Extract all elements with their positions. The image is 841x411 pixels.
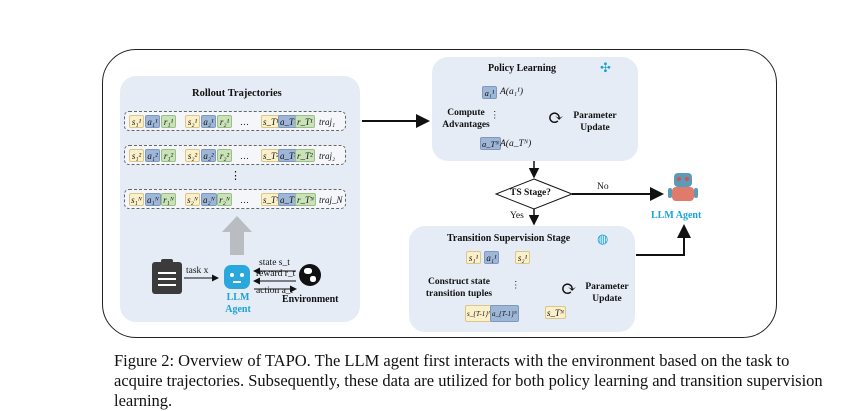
globe-grid-icon: ◍ [597,231,609,246]
state-token: s_Tᴺ [545,306,567,319]
llm-agent-label: LLM Agent [225,292,251,315]
robot-icon [224,265,250,289]
action-token: a₁¹ [482,86,497,99]
reward-token: r_Tᴺ [295,193,317,206]
state-token: s₂ᴺ [185,193,200,206]
trajectory-row-2: s₁² a₁² r₁² s₂² a₂² r₂² … s_T² a_T² r_T²… [124,145,346,165]
trajectory-label: traj_N [319,194,343,205]
policy-learning-title: Policy Learning [488,63,557,74]
state-token: s₂¹ [185,115,200,128]
reward-token: r₁² [161,149,176,162]
action-token: a₁ᴺ [145,193,161,206]
vertical-ellipsis: ⋮ [511,281,521,291]
refresh-icon: ⟳ [548,108,564,129]
reward-token: r₁ᴺ [161,193,176,206]
rollout-title: Rollout Trajectories [192,88,282,99]
reward-token: r_T² [295,149,315,162]
advantage-top: A(a₁¹) [500,87,524,97]
network-icon: ✣ [600,60,611,75]
llm-agent-right-label: LLM Agent [651,210,702,221]
state-token: s_{T-1}ᴺ [465,305,494,322]
reward-label: reward r_t [256,269,296,279]
reward-token: r₂ᴺ [217,193,232,206]
parameter-update: Parameter Update [585,282,629,304]
policy-learning-panel [432,57,638,161]
trajectory-row-n: s₁ᴺ a₁ᴺ r₁ᴺ s₂ᴺ a₂ᴺ r₂ᴺ … s_Tᴺ a_Tᴺ r_Tᴺ… [124,189,346,209]
environment-label: Environment [282,294,339,305]
vertical-ellipsis: ⋮ [230,170,241,182]
state-token: s₂² [185,149,200,162]
action-token: a₂² [201,149,216,162]
action-token: a_{T-1}ᴺ [490,305,520,322]
construct-tuples: Construct state transition tuples [425,277,493,299]
ellipsis: … [240,194,249,205]
trajectory-label: traj₁ [319,116,336,127]
clipboard-icon [152,259,182,294]
ellipsis: … [240,150,249,161]
action-token: a₁¹ [145,115,160,128]
state-token: s₁¹ [466,251,481,264]
vertical-ellipsis: ⋮ [490,111,500,121]
trajectory-label: traj₂ [319,150,336,161]
compute-advantages: Compute Advantages [442,108,490,130]
action-token: a₁² [145,149,160,162]
reward-token: r₂² [217,149,232,162]
advantage-bottom: A(a_Tᴺ) [500,139,532,149]
state-token: s₁² [129,149,144,162]
upward-arrow [222,216,252,255]
no-label: No [597,182,609,192]
figure-frame [102,49,777,338]
state-token: s₂¹ [515,251,530,264]
globe-icon [299,264,321,286]
state-label: state s_t [259,258,290,268]
state-token: s₁ᴺ [129,193,144,206]
state-token: s₁¹ [129,115,144,128]
action-token: a₂¹ [201,115,216,128]
refresh-icon: ⟳ [561,279,577,300]
task-label: task x [186,266,209,276]
transition-title: Transition Supervision Stage [447,233,571,244]
transition-supervision-panel [409,226,635,332]
ts-stage-question: TS Stage? [510,188,551,198]
reward-token: r₁¹ [161,115,176,128]
ellipsis: … [240,116,249,127]
action-token: a_Tᴺ [480,137,502,150]
parameter-update: Parameter Update [573,111,617,133]
reward-token: r_T¹ [295,115,315,128]
trajectory-row-1: s₁¹ a₁¹ r₁¹ s₂¹ a₂¹ r₂¹ … s_T¹ a_T¹ r_T¹… [124,111,346,131]
yes-label: Yes [510,211,524,221]
robot-mascot-icon [668,173,698,205]
action-label: action a_t [256,286,294,296]
action-token: a₁¹ [484,251,499,264]
action-token: a₂ᴺ [201,193,217,206]
reward-token: r₂¹ [217,115,232,128]
figure-caption: Figure 2: Overview of TAPO. The LLM agen… [114,351,823,410]
